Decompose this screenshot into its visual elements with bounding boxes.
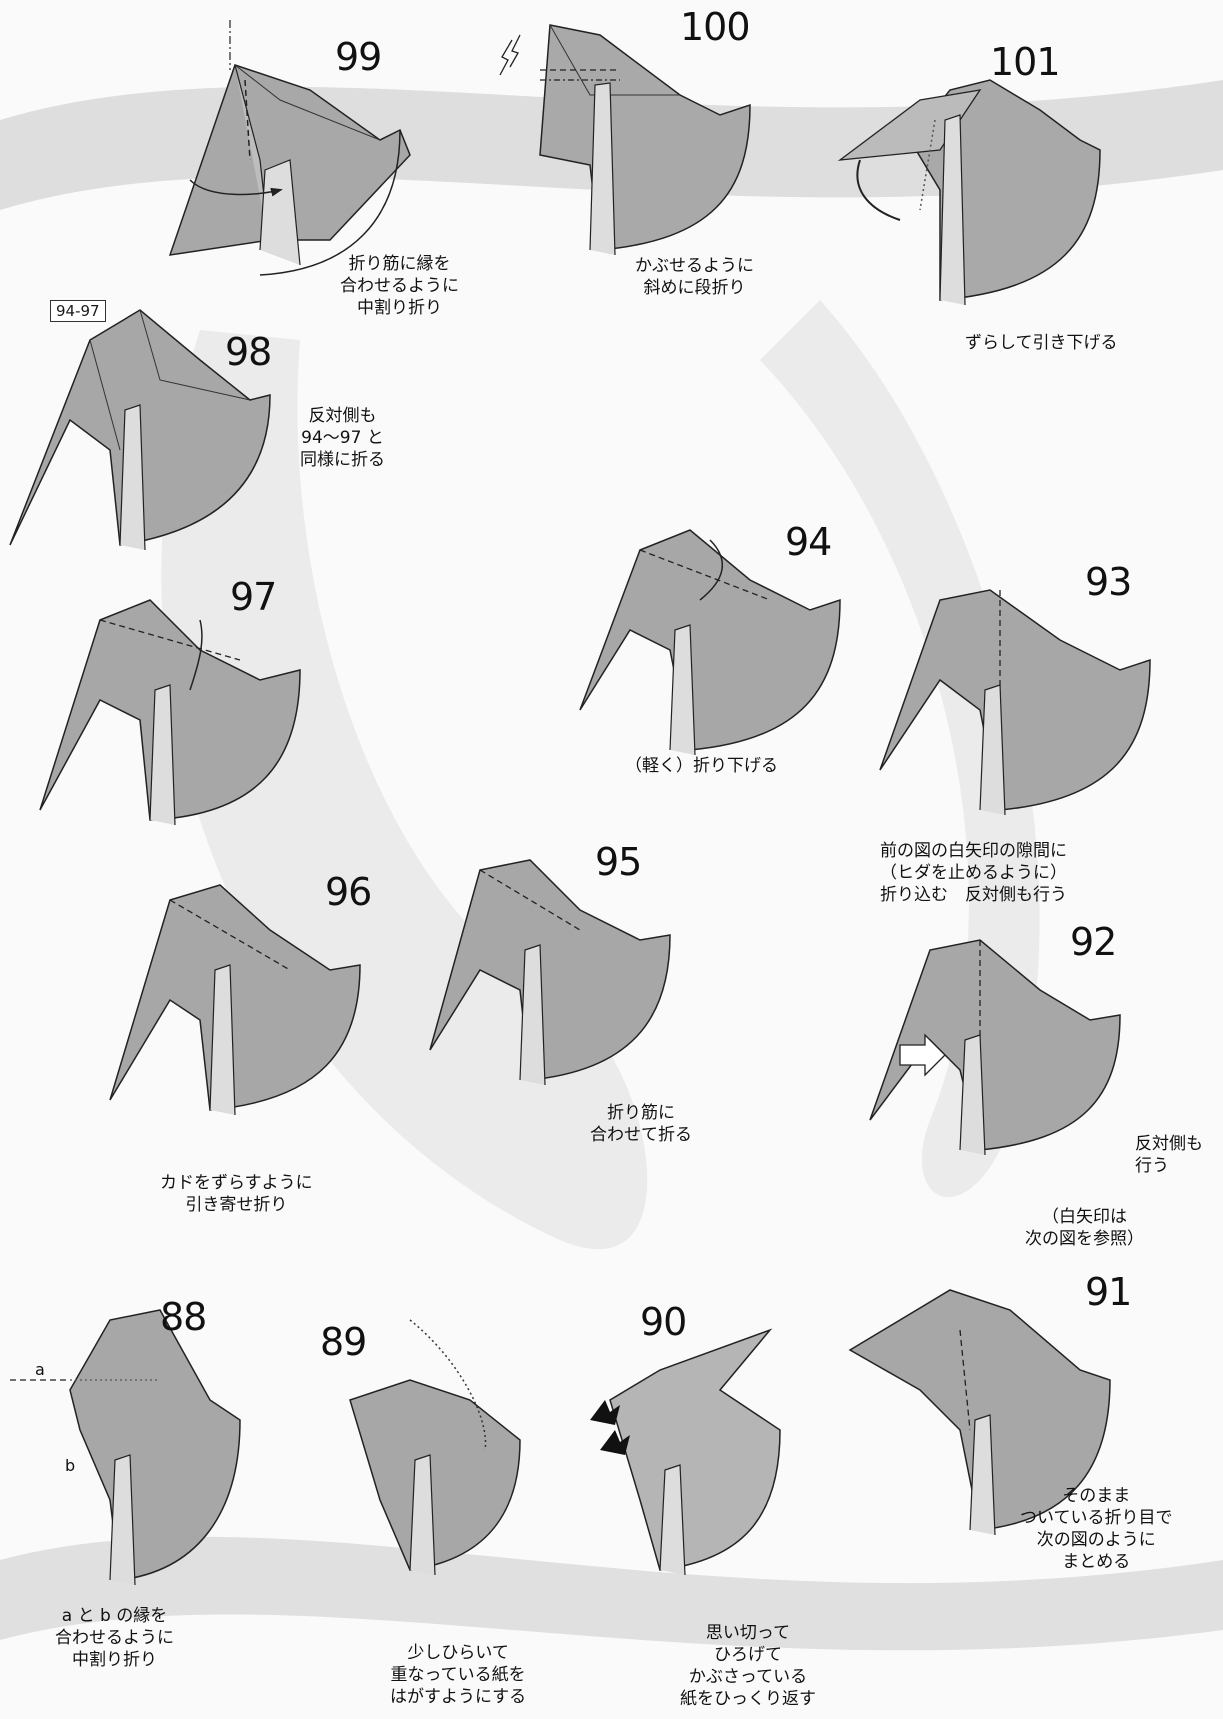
step-92-caption: 反対側も 行う <box>1135 1134 1203 1176</box>
step-89-number: 89 <box>320 1320 367 1364</box>
step-91-diagram <box>848 1289 1111 1536</box>
step-88-caption: a と b の縁を 合わせるように 中割り折り <box>55 1606 174 1670</box>
step-94: 94 （軽く）折り下げる <box>579 500 880 800</box>
step-98-reference-box: 94-97 <box>50 300 106 322</box>
step-93-caption: 前の図の白矢印の隙間に （ヒダを止めるように） 折り込む 反対側も行う <box>880 841 1067 905</box>
step-98: 94-97 98 反対側も 94〜97 と 同様に折る <box>9 300 430 551</box>
step-89: 89 少しひらいて 重なっている紙を はがすようにする <box>320 1319 580 1710</box>
step-98-caption: 反対側も 94〜97 と 同様に折る <box>300 406 385 470</box>
step-99-number: 99 <box>335 35 382 79</box>
step-100: 100 かぶせるように 斜めに段折り <box>480 5 810 298</box>
step-101: 101 ずらして引き下げる <box>837 40 1200 370</box>
step-95: 95 折り筋に 合わせて折る <box>429 840 710 1145</box>
step-98-diagram <box>9 309 271 551</box>
step-91-caption: そのまま ついている折り目で 次の図のように まとめる <box>1020 1486 1173 1572</box>
label-b: b <box>65 1456 76 1475</box>
step-93: 93 前の図の白矢印の隙間に （ヒダを止めるように） 折り込む 反対側も行う <box>879 560 1210 920</box>
step-95-caption: 折り筋に 合わせて折る <box>590 1103 692 1145</box>
step-92-note: （白矢印は 次の図を参照） <box>1025 1207 1144 1249</box>
step-97-diagram <box>39 599 301 826</box>
step-94-diagram <box>579 529 841 756</box>
step-101-diagram <box>837 79 1101 306</box>
step-96-number: 96 <box>325 870 372 914</box>
step-98-number: 98 <box>225 330 272 374</box>
step-93-diagram <box>879 589 1151 816</box>
step-92-diagram <box>869 939 1121 1156</box>
step-101-caption: ずらして引き下げる <box>965 333 1118 353</box>
step-97-number: 97 <box>230 575 277 619</box>
step-100-number: 100 <box>680 5 751 49</box>
step-101-number: 101 <box>990 40 1061 84</box>
step-97: 97 <box>39 570 360 870</box>
step-90: 90 思い切って ひろげて かぶさっている 紙をひっくり返す <box>580 1300 860 1710</box>
step-96-caption: カドをずらすように 引き寄せ折り <box>160 1173 313 1215</box>
step-99: 99 折り筋に縁を 合わせるように 中割り折り <box>150 20 480 320</box>
step-91-number: 91 <box>1085 1270 1132 1314</box>
step-95-diagram <box>429 859 671 1086</box>
step-90-number: 90 <box>640 1300 687 1344</box>
step-100-diagram <box>499 24 751 256</box>
step-88-diagram <box>10 1309 241 1586</box>
step-93-number: 93 <box>1085 560 1132 604</box>
step-88: a b 88 a と b の縁を 合わせるように 中割り折り <box>10 1280 270 1700</box>
step-91: 91 そのまま ついている折り目で 次の図のように まとめる <box>848 1270 1220 1600</box>
step-92-number: 92 <box>1070 920 1117 964</box>
step-95-number: 95 <box>595 840 642 884</box>
step-94-caption: （軽く）折り下げる <box>625 756 778 776</box>
step-94-number: 94 <box>785 520 832 564</box>
step-99-diagram <box>168 20 411 276</box>
step-89-diagram <box>349 1319 521 1576</box>
step-100-caption: かぶせるように 斜めに段折り <box>635 256 754 298</box>
step-96-diagram <box>109 884 361 1116</box>
label-a: a <box>35 1360 45 1379</box>
step-88-number: 88 <box>160 1295 207 1339</box>
step-90-diagram <box>590 1328 781 1576</box>
step-89-caption: 少しひらいて 重なっている紙を はがすようにする <box>390 1643 527 1707</box>
step-96: 96 カドをずらすように 引き寄せ折り <box>109 870 440 1230</box>
step-90-caption: 思い切って ひろげて かぶさっている 紙をひっくり返す <box>680 1623 816 1709</box>
step-92: 92 反対側も 行う （白矢印は 次の図を参照） <box>869 920 1210 1249</box>
step-99-caption: 折り筋に縁を 合わせるように 中割り折り <box>340 254 459 318</box>
